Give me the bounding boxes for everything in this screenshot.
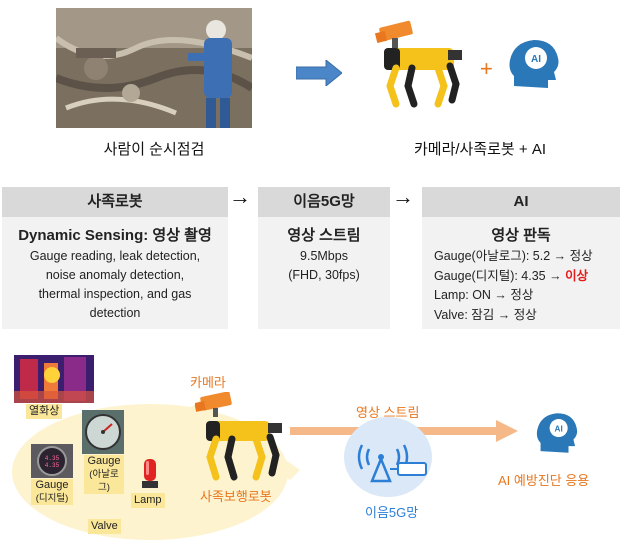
column-network-header: 이음5G망 [258, 187, 390, 217]
ai-result-digital-gauge-prefix: Gauge(디지털): 4.35 → [434, 268, 566, 283]
digital-gauge-label-sub: (디지털) [35, 493, 69, 504]
ai-badge-text: AI [555, 424, 563, 433]
column-ai: AI 영상 판독 Gauge(아날로그): 5.2 → 정상 Gauge(디지털… [422, 187, 620, 329]
plus-sign: + [480, 56, 493, 81]
robot-label: 사족보행로봇 [200, 489, 272, 504]
column-robot-line-3: thermal inspection, and gas [38, 287, 192, 301]
column-robot-line-1: Gauge reading, leak detection, [29, 249, 201, 263]
analog-gauge-icon [82, 410, 124, 459]
camera-label: 카메라 [190, 375, 226, 390]
column-robot: 사족로봇 Dynamic Sensing: 영상 촬영 Gauge readin… [2, 187, 228, 329]
network-label: 이음5G망 [365, 505, 419, 520]
column-robot-header: 사족로봇 [2, 187, 228, 217]
column-ai-header: AI [422, 187, 620, 217]
warning-lamp-icon [140, 455, 160, 494]
ai-head-icon: AI [534, 410, 580, 461]
digital-gauge-reading-top: 4.35 [45, 455, 60, 462]
camera-icon [194, 391, 235, 423]
digital-gauge-reading-bottom: 4.35 [45, 462, 60, 469]
digital-gauge-label-main: Gauge [35, 479, 69, 491]
transition-arrow-icon [295, 58, 343, 91]
column-network-title: 영상 스트림 [287, 227, 361, 244]
thermal-label: 열화상 [26, 404, 63, 419]
ai-application-label: AI 예방진단 응용 [498, 473, 590, 488]
column-network-bitrate: 9.5Mbps [300, 249, 348, 263]
column-robot-line-4: detection [89, 306, 141, 320]
ai-result-analog-gauge: Gauge(아날로그): 5.2 → 정상 [434, 249, 593, 263]
analog-gauge-label: Gauge (아날로그) [84, 455, 124, 494]
ai-result-valve: Valve: 잠김 → 정상 [434, 307, 537, 322]
flow-arrow-1: → [229, 184, 251, 209]
ai-result-digital-gauge-status: 이상 [565, 268, 589, 283]
robot-ai-caption: 카메라/사족로봇 + AI [413, 141, 547, 158]
analog-gauge-label-main: Gauge [87, 455, 121, 467]
network-5g-icon [338, 415, 438, 504]
flow-arrow-2: → [392, 184, 414, 209]
column-ai-title: 영상 판독 [491, 227, 551, 244]
column-network: 이음5G망 영상 스트림 9.5Mbps (FHD, 30fps) [258, 187, 390, 329]
quadruped-robot-icon [196, 415, 291, 490]
lamp-label: Lamp [131, 493, 165, 508]
digital-gauge-icon: 4.35 4.35 [31, 444, 73, 483]
analog-gauge-label-sub: (아날로그) [89, 469, 119, 493]
quadruped-robot-icon [362, 20, 472, 115]
human-inspection-caption: 사람이 순시점검 [103, 141, 205, 158]
column-network-format: (FHD, 30fps) [288, 268, 360, 282]
valve-label: Valve [88, 519, 121, 534]
ai-badge-text: AI [531, 54, 541, 65]
worker-inspection-photo [56, 8, 252, 128]
column-robot-line-2: noise anomaly detection, [45, 268, 185, 282]
thermal-image [14, 355, 94, 403]
digital-gauge-label: Gauge (디지털) [31, 479, 73, 505]
stream-label: 영상 스트림 [356, 405, 420, 420]
ai-head-icon: AI [506, 36, 562, 97]
ai-result-lamp: Lamp: ON → 정상 [434, 288, 534, 302]
column-robot-title: Dynamic Sensing: 영상 촬영 [18, 227, 212, 244]
ai-result-digital-gauge: Gauge(디지털): 4.35 → 이상 [434, 267, 620, 287]
